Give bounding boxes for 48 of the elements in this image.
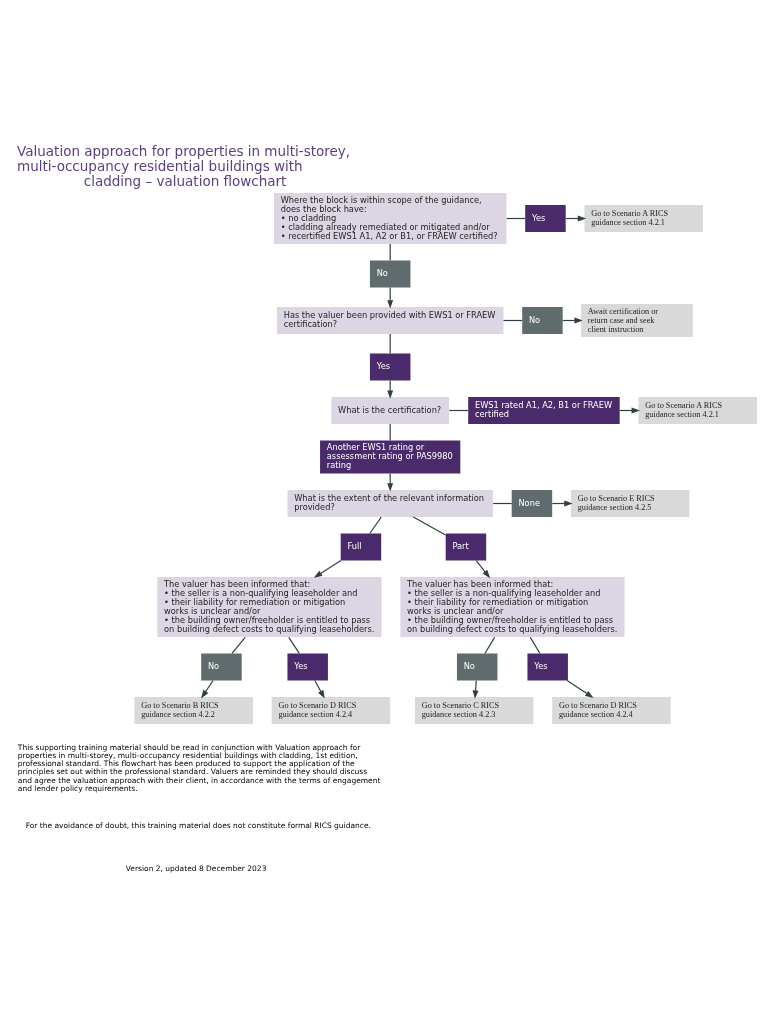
node-box: No: [456, 653, 498, 680]
connector: [502, 319, 523, 321]
diagram-title: Valuation approach for properties in multi-storey, multi-occupancy residential buildings with cladding – valuation flowchart: [17, 142, 351, 189]
node-box: The valuer has been informed that: • the seller is a non-qualifying leaseholder and • their liability for remediation or mitigation works is unclear and/or • the building owner/freeholder is entitled to pass on building defect costs to qualifying leaseholders.: [157, 576, 382, 637]
arrow: [314, 679, 325, 699]
node-box: Part: [445, 533, 487, 560]
label: This supporting training material should be read in conjunction with Valuation approach for properties in multi-storey, multi-occupancy residential buildings with cladding, 1st edition, professional standard. This flowchart has been produced to support the application of the principles set out within the professional standard. Valuers are reminded they should discuss and agree the valuation approach with their client, in accordance with the terms of engagement and lender policy requirements.: [17, 742, 381, 793]
connector: [231, 636, 246, 654]
node-box: Go to Scenario D RICS guidance section 4.2.4: [271, 696, 391, 724]
arrow: [472, 679, 479, 699]
node-box: Yes: [369, 353, 411, 380]
node-box: Go to Scenario A RICS guidance section 4.2.1: [584, 204, 703, 232]
node-box: No: [522, 306, 563, 334]
node-box: No: [201, 653, 242, 680]
node-box: No: [369, 260, 411, 287]
connector: [369, 516, 382, 534]
arrow: [201, 679, 214, 698]
connector: [492, 502, 513, 504]
node-box: What is the extent of the relevant information provided?: [287, 489, 493, 517]
node-box: Go to Scenario A RICS guidance section 4.2.1: [638, 396, 757, 424]
connector: [484, 636, 496, 654]
connector: [448, 409, 469, 411]
label: For the avoidance of doubt, this training material does not constitute formal RICS guidance.: [25, 820, 371, 830]
node-box: Yes: [525, 204, 566, 232]
node-box: Where the block is within scope of the guidance, does the block have: • no cladding • cladding already remediated or mitigated and/or • recertified EWS1 A1, A2 or B1, or FRAEW certified?: [273, 192, 507, 244]
node-box: Has the valuer been provided with EWS1 or FRAEW certification?: [276, 306, 504, 334]
node-box: Full: [340, 533, 382, 560]
label: Version 2, updated 8 December 2023: [125, 863, 267, 873]
node-box: Go to Scenario E RICS guidance section 4.2.5: [570, 489, 690, 517]
arrow: [475, 559, 491, 578]
node-box: Another EWS1 rating or assessment rating or PAS9980 rating: [320, 440, 461, 473]
node-box: Await certification or return case and seek client instruction: [581, 303, 693, 337]
node-box: Go to Scenario C RICS guidance section 4.2.3: [414, 696, 534, 724]
connector: [506, 217, 526, 219]
connector: [412, 516, 447, 535]
connector: [288, 636, 300, 654]
node-box: Go to Scenario B RICS guidance section 4.2.2: [134, 696, 253, 724]
arrow: [313, 559, 342, 578]
node-box: The valuer has been informed that: • the seller is a non-qualifying leaseholder and • their liability for remediation or mitigation works is unclear and/or • the building owner/freeholder is entitled to pass on building defect costs to qualifying leaseholders.: [400, 576, 625, 637]
arrow: [566, 679, 594, 698]
connector: [389, 332, 391, 354]
node-box: Go to Scenario D RICS guidance section 4.2.4: [552, 696, 671, 724]
node-box: None: [511, 489, 553, 517]
node-box: EWS1 rated A1, A2, B1 or FRAEW certified: [468, 396, 620, 424]
node-box: What is the certification?: [331, 396, 450, 424]
node-box: Yes: [527, 653, 568, 680]
connector: [529, 636, 541, 654]
node-box: Yes: [287, 653, 328, 680]
